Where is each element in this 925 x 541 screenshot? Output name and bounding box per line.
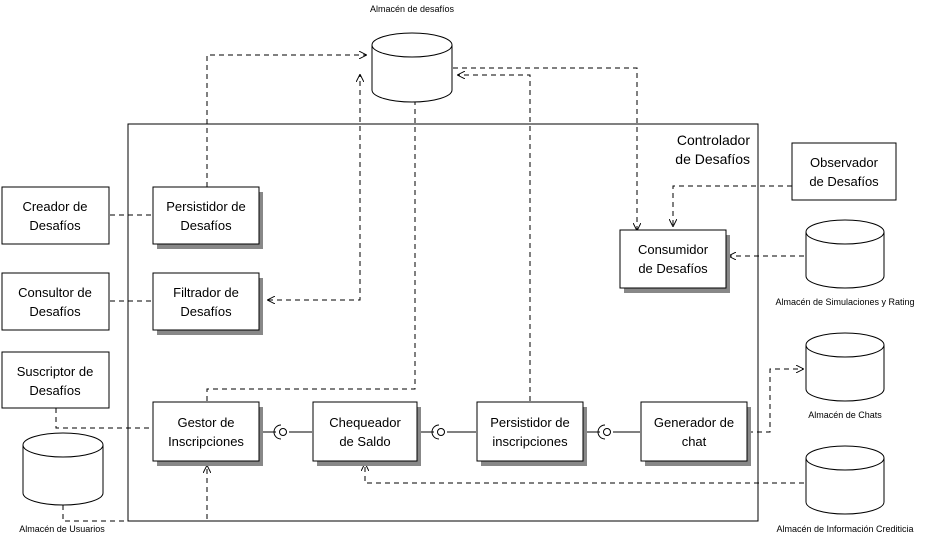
store-desafios: Almacén de desafíos <box>370 4 455 103</box>
store-label: Almacén de Simulaciones y Rating <box>775 297 914 307</box>
store-usuarios: Almacén de Usuarios <box>19 432 105 534</box>
box-label: Desafíos <box>180 218 232 233</box>
box-label: chat <box>682 434 707 449</box>
box-label: Filtrador de <box>173 285 239 300</box>
store-label: Almacén de Chats <box>808 410 882 420</box>
store-informacion: Almacén de Información Crediticia <box>776 445 914 534</box>
box-label: Desafíos <box>180 304 232 319</box>
box-label: de Desafíos <box>809 174 879 189</box>
store-chats: Almacén de Chats <box>805 332 885 420</box>
box-label: Creador de <box>22 199 87 214</box>
component-persistidor-inscripciones: Persistidor de inscripciones <box>476 401 587 466</box>
component-consultor: Consultor de Desafíos <box>1 272 110 331</box>
box-label: Gestor de <box>177 415 234 430</box>
component-suscriptor: Suscriptor de Desafíos <box>1 351 110 409</box>
controller-container <box>127 123 759 522</box>
connector-persistidor-insc-to-store <box>458 75 531 401</box>
connector-store-to-consumidor <box>453 67 637 230</box>
controller-title: Controlador <box>677 132 750 148</box>
box-label: de Saldo <box>339 434 390 449</box>
store-label: Almacén de Información Crediticia <box>776 524 913 534</box>
connector-observador-to-consumidor <box>673 185 792 226</box>
box-label: Chequeador <box>329 415 401 430</box>
box-label: Suscriptor de <box>17 364 94 379</box>
box-label: Desafíos <box>29 383 81 398</box>
store-label: Almacén de desafíos <box>370 4 455 14</box>
connector-generador-to-chats <box>748 369 803 433</box>
box-label: Consumidor <box>638 242 709 257</box>
component-gestor: Gestor de Inscripciones <box>152 401 263 466</box>
box-label: Observador <box>810 155 879 170</box>
store-simulaciones: Almacén de Simulaciones y Rating <box>775 219 915 307</box>
box-label: inscripciones <box>492 434 568 449</box>
component-observador: Observador de Desafíos <box>791 142 897 201</box>
box-label: Desafíos <box>29 218 81 233</box>
box-label: Persistidor de <box>490 415 569 430</box>
connector-informacion-to-chequeador <box>365 464 804 484</box>
connectors <box>55 55 804 522</box>
component-filtrador: Filtrador de Desafíos <box>152 272 263 335</box>
interface-socket <box>431 424 440 440</box>
box-label: de Desafíos <box>638 261 708 276</box>
box-label: Inscripciones <box>168 434 244 449</box>
component-generador: Generador de chat <box>640 401 751 466</box>
connector-gestor-to-store <box>206 102 416 401</box>
interface-sockets <box>273 424 611 440</box>
component-persistidor-desafios: Persistidor de Desafíos <box>152 186 263 249</box>
connector-filtrador-to-store <box>268 75 360 300</box>
interface-ball <box>279 428 287 436</box>
interface-socket <box>597 424 606 440</box>
interface-ball <box>437 428 445 436</box>
component-creador: Creador de Desafíos <box>1 186 110 245</box>
connector-persistidor-to-store <box>206 55 366 187</box>
box-label: Consultor de <box>18 285 92 300</box>
box-label: Generador de <box>654 415 734 430</box>
component-consumidor: Consumidor de Desafíos <box>619 229 730 293</box>
interface-ball <box>603 428 611 436</box>
box-label: Persistidor de <box>166 199 245 214</box>
interface-socket <box>273 424 282 440</box>
controller-title: de Desafíos <box>675 151 750 167</box>
store-label: Almacén de Usuarios <box>19 524 105 534</box>
component-chequeador: Chequeador de Saldo <box>312 401 421 466</box>
box-label: Desafíos <box>29 304 81 319</box>
connector-suscriptor <box>55 408 152 429</box>
